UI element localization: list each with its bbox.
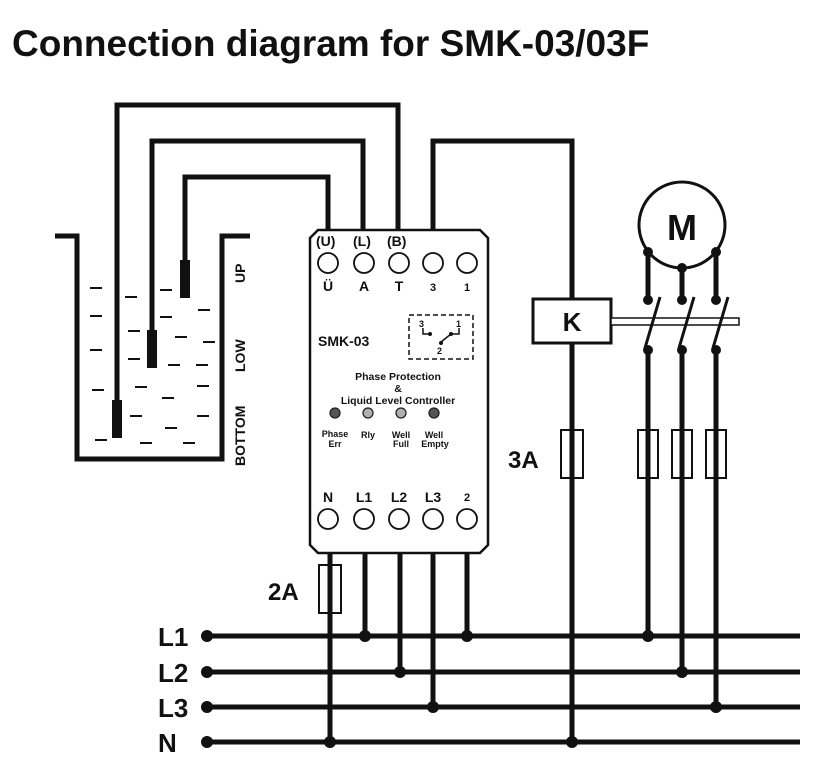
terminal-t: T: [395, 278, 404, 294]
led-label-2: Full: [393, 439, 409, 449]
contactor-circuit: K 3A: [508, 141, 740, 742]
desc-line-2: &: [394, 383, 402, 395]
junction-dot: [461, 630, 473, 642]
terminal-a: A: [359, 278, 369, 294]
device-supply-wires: 2A: [268, 553, 470, 742]
svg-text:2: 2: [437, 346, 442, 356]
fuse-3a-label: 3A: [508, 447, 539, 474]
desc-line-1: Phase Protection: [355, 371, 441, 383]
terminal-1: 1: [464, 282, 470, 294]
desc-line-3: Liquid Level Controller: [341, 395, 455, 407]
bus-terminal: [201, 630, 213, 642]
water-tank: UP LOW BOTTOM: [55, 233, 250, 466]
motor-label: M: [667, 207, 697, 248]
contact-top: [643, 295, 653, 305]
motor-circuit: M: [637, 180, 730, 713]
contactor-switch: [711, 296, 730, 349]
top-terminals: [317, 252, 478, 274]
level-up-label: UP: [232, 264, 248, 283]
terminal-u: Ü: [323, 278, 333, 294]
led-3: [428, 407, 440, 419]
fuse-2a-label: 2A: [268, 579, 299, 606]
junction-dot: [427, 701, 439, 713]
led-label: Phase: [322, 429, 349, 439]
svg-text:1: 1: [456, 319, 461, 329]
svg-text:3: 3: [419, 319, 424, 329]
junction-dot: [566, 736, 578, 748]
contactor-linkage: [610, 317, 740, 326]
probe-wires: [112, 102, 575, 438]
contactor-coil: [531, 297, 613, 345]
smk-03-device: (U) (L) (B) Ü A T 3 1 SMK-03 3 1 2 Phase…: [308, 228, 490, 555]
terminal-n: N: [323, 489, 333, 505]
bus-label: L2: [158, 658, 188, 688]
contactor-switch: [643, 296, 662, 349]
bus-label: L3: [158, 693, 188, 723]
led-label-2: Err: [328, 439, 342, 449]
device-model: SMK-03: [318, 333, 370, 349]
code-b: (B): [387, 233, 406, 249]
terminal-l3: L3: [425, 489, 442, 505]
bus-label: L1: [158, 622, 188, 652]
water-waves: [90, 287, 215, 444]
led-label: Well: [425, 430, 443, 440]
bottom-terminals: [317, 508, 478, 530]
led-1: [362, 407, 374, 419]
code-l: (L): [353, 233, 371, 249]
terminal-3: 3: [430, 282, 436, 294]
contact-top: [711, 295, 721, 305]
relay-contact-symbol: 3 1 2: [408, 314, 474, 360]
led-0: [329, 407, 341, 419]
bus-terminal: [201, 736, 213, 748]
junction-dot: [324, 736, 336, 748]
probe-low: [147, 330, 157, 368]
bus-label: N: [158, 728, 177, 758]
code-u: (U): [316, 233, 335, 249]
probe-bottom: [112, 400, 122, 438]
led-label: Rly: [361, 430, 375, 440]
junction-dot: [394, 666, 406, 678]
led-label: Well: [392, 430, 410, 440]
level-low-label: LOW: [232, 339, 248, 372]
contactor-label: K: [563, 307, 582, 337]
terminal-l2: L2: [391, 489, 408, 505]
probe-up: [180, 260, 190, 298]
level-bottom-label: BOTTOM: [232, 406, 248, 466]
contactor-switch: [677, 296, 696, 349]
terminal-l1: L1: [356, 489, 373, 505]
diagram-title: Connection diagram for SMK-03/03F: [12, 23, 649, 64]
led-2: [395, 407, 407, 419]
bus-terminal: [201, 701, 213, 713]
junction-dot: [359, 630, 371, 642]
contact-top: [677, 295, 687, 305]
bus-terminal: [201, 666, 213, 678]
led-label-2: Empty: [421, 439, 449, 449]
terminal-2: 2: [464, 492, 470, 504]
